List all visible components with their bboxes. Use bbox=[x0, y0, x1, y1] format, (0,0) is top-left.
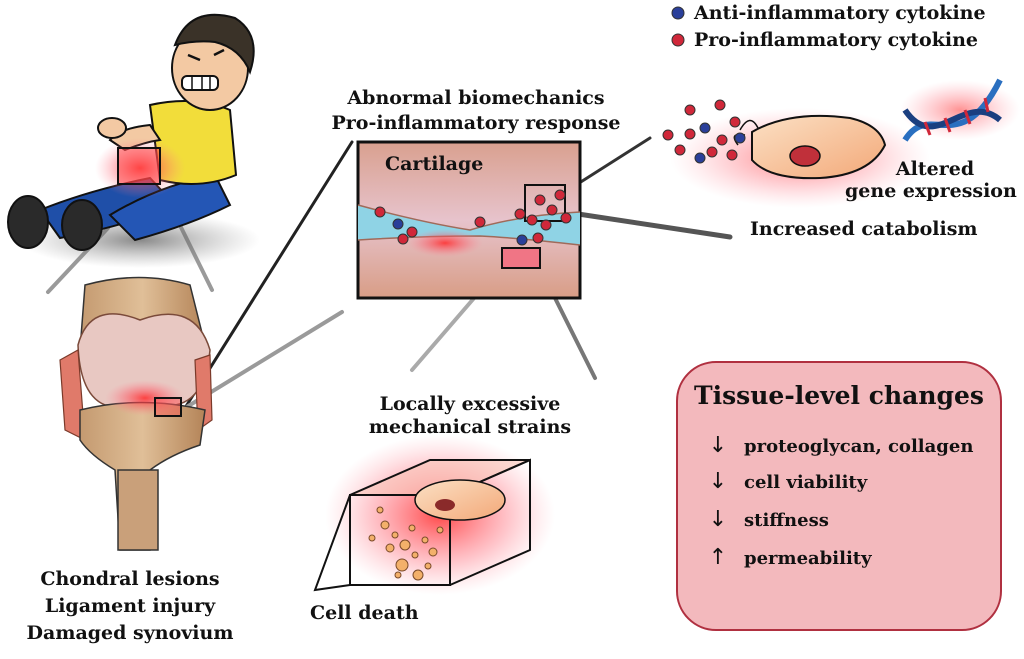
tissue-level-changes-box: Tissue-level changes ↓ proteoglycan, coll… bbox=[676, 361, 1002, 631]
apoptotic-debris bbox=[368, 506, 444, 581]
cell-signaling-illustration bbox=[662, 78, 1020, 208]
tissue-level-changes-title: Tissue-level changes bbox=[694, 381, 984, 410]
cartilage-cytokines bbox=[374, 189, 572, 246]
tissue-item-label: proteoglycan, collagen bbox=[744, 436, 974, 457]
gene-expression-label: gene expression bbox=[845, 180, 1017, 202]
cartilage-inset bbox=[356, 140, 582, 300]
ligament-injury-label: Ligament injury bbox=[44, 595, 216, 617]
cartilage-label: Cartilage bbox=[385, 153, 484, 175]
tissue-item-label: stiffness bbox=[744, 510, 829, 531]
tissue-item-arrow-icon: ↓ bbox=[708, 433, 728, 458]
altered-label: Altered bbox=[895, 158, 975, 180]
increased-catabolism-label: Increased catabolism bbox=[750, 218, 978, 240]
dna-icon bbox=[900, 78, 1020, 142]
pro-inflammatory-response-label: Pro-inflammatory response bbox=[331, 112, 621, 134]
tissue-item-arrow-icon: ↓ bbox=[708, 507, 728, 532]
abnormal-biomechanics-label: Abnormal biomechanics bbox=[347, 87, 605, 109]
tissue-item-label: permeability bbox=[744, 548, 872, 569]
tissue-item: ↓ stiffness bbox=[708, 507, 829, 532]
cell-death-illustration bbox=[313, 435, 555, 595]
tissue-item-label: cell viability bbox=[744, 472, 868, 493]
damaged-synovium-label: Damaged synovium bbox=[26, 622, 234, 644]
cytokine-cluster bbox=[662, 99, 746, 164]
tissue-item: ↓ cell viability bbox=[708, 469, 867, 494]
injured-boy-illustration bbox=[7, 13, 260, 268]
knee-joint-illustration bbox=[59, 276, 213, 551]
chondral-lesions-label: Chondral lesions bbox=[40, 568, 220, 590]
legend-pro-marker bbox=[671, 33, 685, 47]
tissue-item-arrow-icon: ↓ bbox=[708, 469, 728, 494]
tissue-item: ↑ permeability bbox=[708, 545, 872, 570]
tissue-item-arrow-icon: ↑ bbox=[708, 545, 728, 570]
legend-anti-label: Anti-inflammatory cytokine bbox=[694, 2, 986, 24]
tissue-item: ↓ proteoglycan, collagen bbox=[708, 433, 974, 458]
cell-death-label: Cell death bbox=[310, 602, 419, 624]
mechanical-strains-label: mechanical strains bbox=[368, 416, 572, 438]
legend-anti-marker bbox=[671, 6, 685, 20]
legend-pro-label: Pro-inflammatory cytokine bbox=[694, 29, 978, 51]
locally-excessive-label: Locally excessive bbox=[379, 393, 561, 415]
